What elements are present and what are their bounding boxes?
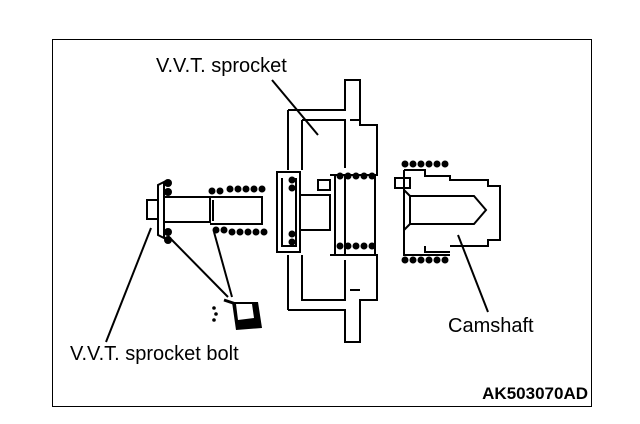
- leader-vvt-sprocket: [271, 79, 319, 136]
- leader-camshaft: [457, 234, 489, 313]
- leader-oil-thread: [213, 231, 233, 298]
- figure-code: AK503070AD: [482, 384, 588, 403]
- label-camshaft: Camshaft: [448, 315, 534, 337]
- label-vvt-sprocket: V.V.T. sprocket: [156, 55, 287, 77]
- oil-dots: [164, 160, 449, 264]
- leader-oil-bolt: [167, 235, 229, 298]
- oil-can-icon: [212, 298, 262, 330]
- label-vvt-sprocket-bolt: V.V.T. sprocket bolt: [70, 343, 239, 365]
- sprocket-hub: [276, 171, 331, 253]
- leader-lines: [105, 79, 489, 343]
- figure-frame: [52, 39, 592, 407]
- sprocket-bolt: [146, 180, 263, 240]
- leader-bolt: [105, 227, 152, 343]
- vvt-sprocket: [287, 79, 378, 343]
- camshaft: [394, 169, 501, 256]
